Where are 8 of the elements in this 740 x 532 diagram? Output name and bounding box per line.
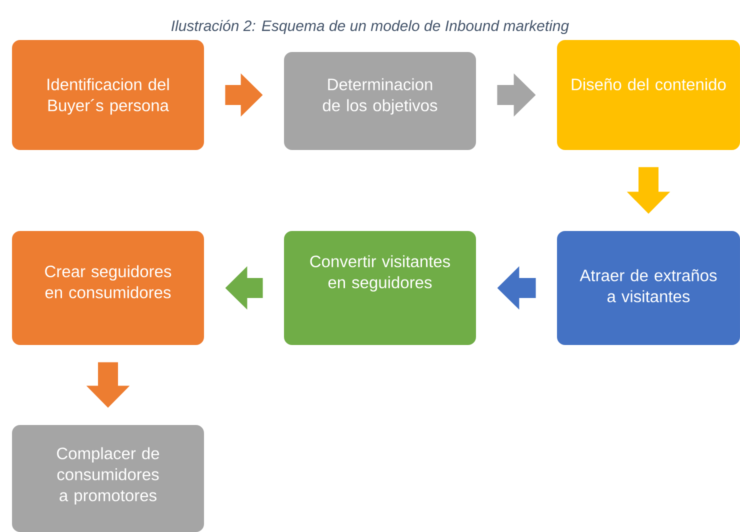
process-box: Crear seguidores en consumidores xyxy=(12,230,204,345)
process-box: Identificacion del Buyer´s persona xyxy=(12,40,204,150)
process-box: Convertir visitantes en seguidores xyxy=(284,230,476,345)
process-box: Atraer de extraños a visitantes xyxy=(557,230,740,345)
title: Ilustración 2: Esquema de un modelo de Inbound marketing xyxy=(171,20,569,34)
process-box: Determinacion de los objetivos xyxy=(284,52,476,150)
process-box: Complacer de consumidores a promotores xyxy=(12,424,204,532)
process-box: Diseño del contenido xyxy=(557,40,740,150)
